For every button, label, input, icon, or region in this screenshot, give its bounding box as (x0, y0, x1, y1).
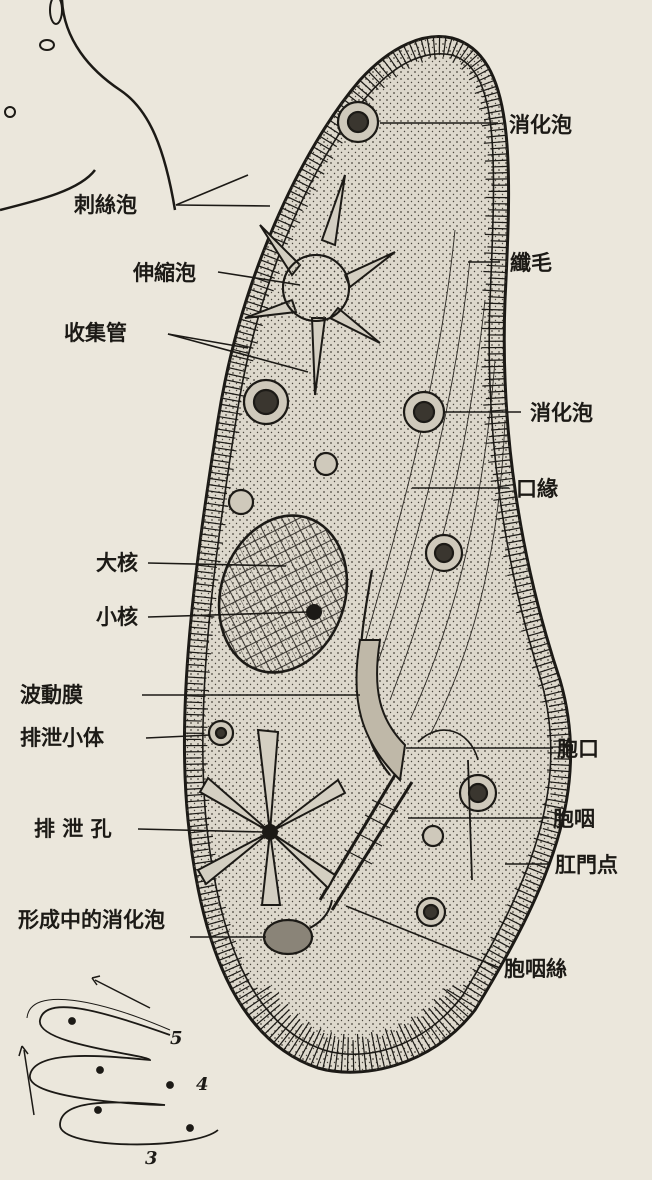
label-food-vacuole-mid: 消化泡 (530, 402, 593, 423)
label-pharyngeal-fibers: 胞咽絲 (504, 958, 567, 979)
cilium (491, 166, 508, 167)
label-cytoproct: 肛門点 (555, 854, 618, 875)
label-contractile-vacuole: 伸縮泡 (133, 262, 196, 283)
cilium (185, 770, 205, 771)
label-micronucleus: 小核 (96, 606, 138, 627)
cilium (485, 303, 505, 304)
neighbor-figure-fragment (0, 0, 175, 210)
cilium (185, 764, 208, 765)
cilium (482, 309, 505, 310)
cilium (489, 278, 506, 279)
label-undulating-membrane: 波動膜 (20, 684, 83, 705)
cilium (185, 776, 202, 777)
cell-body (150, 20, 600, 1100)
cilium (488, 297, 505, 298)
cilium (485, 234, 508, 235)
cilium (185, 702, 202, 703)
cilium (185, 708, 208, 709)
label-excretory-pore: 排 泄 孔 (34, 818, 112, 839)
label-oral-groove: 口緣 (516, 478, 558, 499)
label-forming-food-vacuole: 形成中的消化泡 (18, 906, 168, 934)
label-collecting-canals: 收集管 (64, 322, 127, 343)
label-trichocyst: 刺絲泡 (74, 194, 137, 215)
cilium (488, 228, 508, 229)
cilium (491, 241, 508, 242)
cilium (490, 259, 507, 260)
cilium (485, 379, 505, 380)
label-cytostome: 胞口 (557, 738, 599, 759)
cilium (347, 1037, 348, 1072)
label-macronucleus: 大核 (96, 552, 138, 573)
inset-number-5: 5 (170, 1030, 183, 1048)
label-cytopharynx: 胞咽 (553, 808, 595, 829)
swimming-path-inset (19, 976, 218, 1144)
label-excretory-granule: 排泄小体 (20, 727, 104, 748)
cilium (488, 373, 505, 374)
inset-number-3: 3 (145, 1150, 158, 1168)
label-food-vacuole-top: 消化泡 (509, 114, 572, 135)
cilium (185, 714, 205, 715)
inset-number-4: 4 (196, 1076, 209, 1094)
cilium (482, 366, 505, 367)
cilium (353, 1040, 354, 1072)
label-cilia: 纖毛 (510, 252, 552, 273)
cilium (487, 247, 507, 248)
